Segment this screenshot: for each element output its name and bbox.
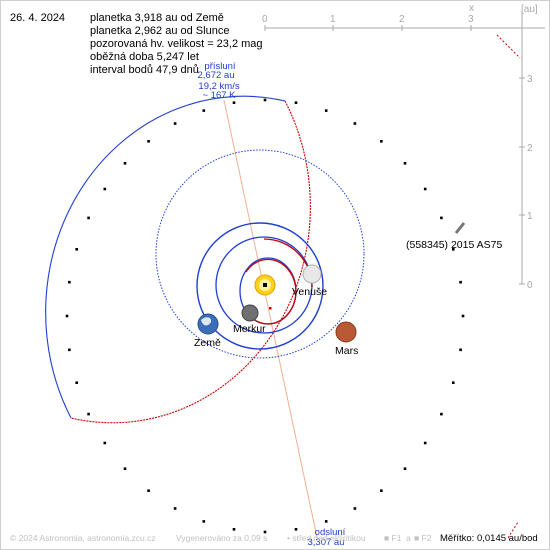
direction-mark-top xyxy=(496,34,521,59)
orbit-point xyxy=(123,162,127,165)
mars-label: Mars xyxy=(335,345,358,357)
legend-f2: ■ F2 xyxy=(414,533,432,543)
info-distance-sun: planetka 2,962 au od Slunce xyxy=(90,25,230,37)
orbit-point xyxy=(324,520,328,523)
orbit-point xyxy=(202,520,206,523)
legend-f1: ■ F1 xyxy=(384,533,402,543)
orbit-point xyxy=(263,98,267,102)
orbit-point xyxy=(380,140,383,143)
perihelion-distance: 2,672 au xyxy=(198,70,235,81)
orbit-point xyxy=(173,122,177,125)
generation-time: Vygenerováno za 0,09 s xyxy=(176,533,267,543)
info-distance-earth: planetka 3,918 au od Země xyxy=(90,12,224,24)
x-axis-label: x xyxy=(469,3,474,14)
right-tick-label-1: 1 xyxy=(527,211,533,222)
perihelion-speed: 19,2 km/s xyxy=(198,81,239,92)
perihelion-annotation: přísluní 2,672 au 19,2 km/s ~ 167 K xyxy=(198,61,240,101)
asteroid-body xyxy=(454,222,466,234)
orbit-point xyxy=(232,528,236,531)
asteroid-orbit-points xyxy=(65,98,465,534)
orbit-point xyxy=(403,467,407,470)
orbit-point xyxy=(87,216,90,220)
top-tick-label-2: 2 xyxy=(399,14,405,25)
orbit-point xyxy=(65,314,69,318)
date-label: 26. 4. 2024 xyxy=(10,12,66,24)
orbit-point xyxy=(459,280,462,284)
mercury-label: Merkur xyxy=(233,323,266,335)
orbit-point xyxy=(440,412,443,416)
orbit-point xyxy=(452,381,455,384)
orbit-point xyxy=(353,122,357,125)
axis-unit: [au] xyxy=(521,4,538,15)
legend-a: a xyxy=(406,533,411,543)
orbit-point xyxy=(353,507,357,510)
right-tick-label-0: 0 xyxy=(527,280,533,291)
mars-planet xyxy=(335,321,357,343)
venus-label: Venuše xyxy=(292,286,327,298)
orbit-point xyxy=(87,412,90,416)
orbit-point xyxy=(294,101,298,104)
aphelion-distance: 3,307 au xyxy=(308,537,345,548)
top-tick-label-3: 3 xyxy=(468,14,474,25)
earth-clouds xyxy=(201,317,212,326)
aphelion-label: odsluní xyxy=(315,527,346,538)
orbit-point xyxy=(459,348,462,352)
orbit-point xyxy=(147,489,150,492)
copyright: © 2024 Astronomia, astronomia.zcu.cz xyxy=(10,533,156,543)
top-tick-label-0: 0 xyxy=(262,14,268,25)
orbit-point xyxy=(202,109,206,112)
axes xyxy=(264,10,545,285)
aphelion-annotation: odsluní 3,307 au xyxy=(308,527,346,548)
info-orbital-period: oběžná doba 5,247 let xyxy=(90,51,199,63)
orbit-point xyxy=(232,101,236,104)
right-tick-label-3: 3 xyxy=(527,74,533,85)
asteroid-orbit-below-ecliptic xyxy=(45,95,286,419)
orbit-point xyxy=(452,248,455,251)
scale-label: Měřítko: 0,0145 au/bod xyxy=(440,533,538,544)
asteroid-orbit xyxy=(45,95,465,534)
apsis-line xyxy=(223,99,319,543)
orbit-point xyxy=(68,348,71,352)
orbit-point xyxy=(380,489,383,492)
orbit-point xyxy=(423,187,427,191)
orbit-point xyxy=(103,187,107,191)
mercury-orbit-above-ecliptic xyxy=(245,258,297,325)
legend-ecliptic: • střed nad ekliptikou xyxy=(287,533,366,543)
orbit-point xyxy=(461,314,465,318)
info-point-interval: interval bodů 47,9 dnů xyxy=(90,64,199,76)
perihelion-temperature: ~ 167 K xyxy=(202,90,236,101)
orbit-point xyxy=(147,140,150,143)
orbit-point xyxy=(403,162,407,165)
earth-orbit xyxy=(196,222,324,350)
orbit-point xyxy=(263,530,267,534)
sun-center-marker xyxy=(263,283,267,287)
orbit-focus-marker xyxy=(269,307,272,310)
venus-planet xyxy=(302,264,322,284)
asteroid-orbit-above-ecliptic xyxy=(70,100,311,424)
orbit-point xyxy=(173,507,177,510)
perihelion-label: přísluní xyxy=(204,61,236,72)
orbit-point xyxy=(75,248,78,251)
direction-mark-bottom xyxy=(507,521,519,539)
info-magnitude: pozorovaná hv. velikost = 23,2 mag xyxy=(90,38,263,50)
mercury-planet xyxy=(241,304,259,322)
info-panel: planetka 3,918 au od Země planetka 2,962… xyxy=(90,12,263,77)
orbit-point xyxy=(68,280,71,284)
right-tick-label-2: 2 xyxy=(527,143,533,154)
orbit-point xyxy=(294,528,298,531)
orbit-point xyxy=(324,109,328,112)
orbit-point xyxy=(440,216,443,220)
orbit-point xyxy=(423,441,427,445)
asteroid-name: (558345) 2015 AS75 xyxy=(406,239,502,251)
top-tick-label-1: 1 xyxy=(330,14,336,25)
orbit-point xyxy=(75,381,78,384)
orbit-point xyxy=(123,467,127,470)
orbit-point xyxy=(103,441,107,445)
mars-orbit xyxy=(155,149,365,359)
earth-label: Země xyxy=(194,337,221,349)
